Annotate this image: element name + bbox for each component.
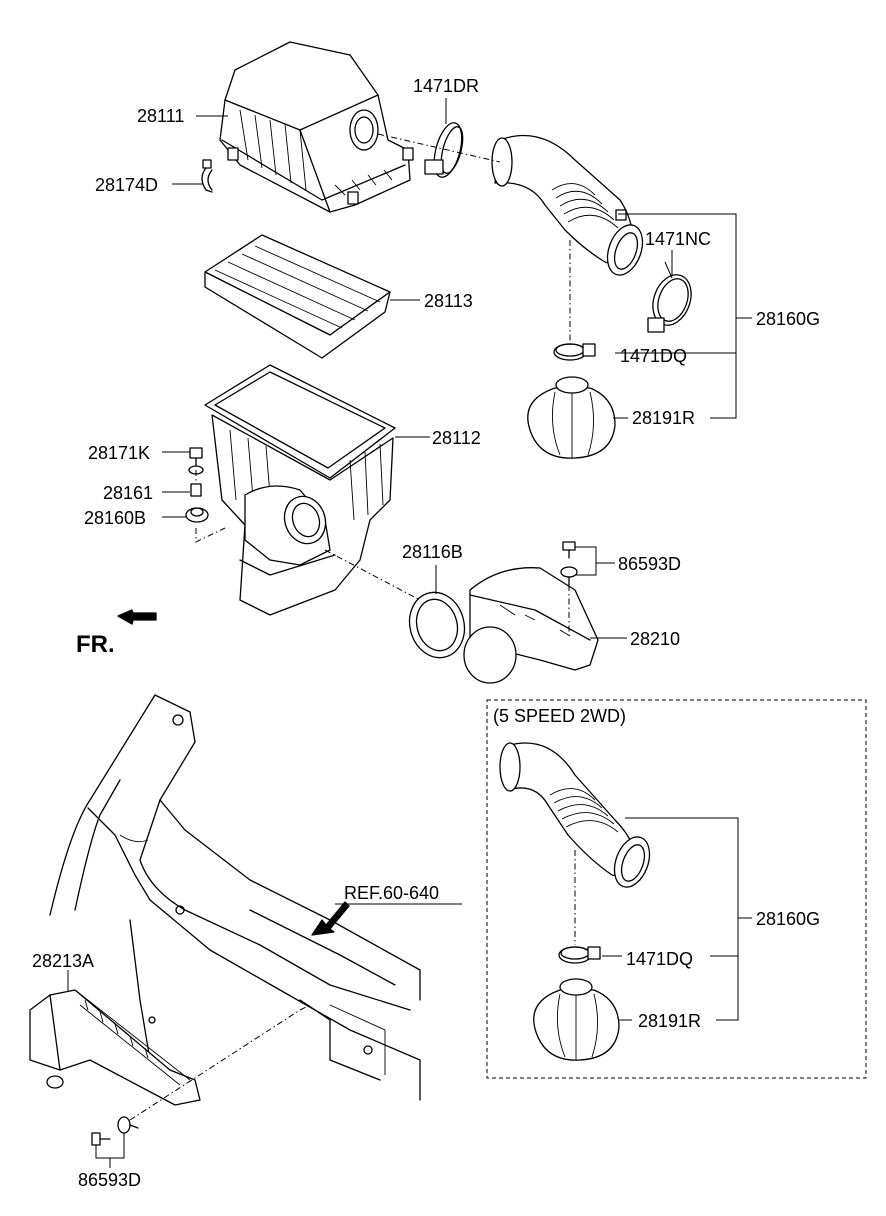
air-cleaner-cover bbox=[219, 41, 414, 213]
grommet-28160b bbox=[185, 507, 209, 523]
label-ref: REF.60-640 bbox=[344, 883, 439, 903]
label-1471dq-top: 1471DQ bbox=[620, 346, 687, 366]
label-28210: 28210 bbox=[630, 629, 680, 649]
label-28191r-box: 28191R bbox=[638, 1011, 701, 1031]
intake-hose-variant bbox=[499, 742, 651, 888]
label-28191r-top: 28191R bbox=[632, 408, 695, 428]
resonator-variant bbox=[533, 978, 620, 1061]
label-28160g-box: 28160G bbox=[756, 909, 820, 929]
label-1471dq-box: 1471DQ bbox=[626, 949, 693, 969]
label-28213a: 28213A bbox=[32, 951, 94, 971]
intake-hose-top bbox=[491, 134, 644, 276]
air-cleaner-body bbox=[204, 364, 396, 616]
seal-ring-28116b bbox=[408, 591, 466, 659]
air-filter-element bbox=[204, 234, 391, 359]
clamp-1471dr bbox=[424, 122, 464, 178]
label-28161: 28161 bbox=[103, 483, 153, 503]
label-28171k: 28171K bbox=[88, 443, 150, 463]
part-labels: 28111 28174D 1471DR 28113 1471NC 28160G … bbox=[32, 76, 820, 1190]
label-28112: 28112 bbox=[432, 428, 481, 448]
label-86593d-top: 86593D bbox=[618, 554, 681, 574]
clamp-1471dq-variant bbox=[558, 946, 601, 964]
label-86593d-bottom: 86593D bbox=[78, 1170, 141, 1190]
label-28116b: 28116B bbox=[402, 542, 463, 562]
duct-28213a bbox=[29, 989, 201, 1106]
ref-arrow bbox=[311, 901, 350, 936]
intake-duct-28210 bbox=[463, 567, 599, 684]
grommet-28161 bbox=[190, 483, 202, 497]
bolts-86593d-bottom bbox=[91, 1116, 139, 1146]
body-frame bbox=[49, 694, 421, 1101]
clip-28174d bbox=[201, 159, 213, 193]
label-28111: 28111 bbox=[137, 106, 184, 126]
front-direction-arrow bbox=[117, 609, 157, 625]
bolts-86593d-top bbox=[560, 541, 578, 586]
clamp-1471dq-top bbox=[553, 343, 596, 361]
variant-title: (5 SPEED 2WD) bbox=[493, 706, 626, 726]
label-fr: FR. bbox=[76, 631, 115, 658]
resonator-top bbox=[527, 376, 616, 459]
leader-lines bbox=[67, 98, 752, 1168]
label-28160g-top: 28160G bbox=[756, 309, 820, 329]
label-1471nc: 1471NC bbox=[645, 229, 711, 249]
clamp-1471nc bbox=[647, 274, 692, 333]
label-28160b: 28160B bbox=[84, 508, 146, 528]
variant-box bbox=[486, 699, 867, 1079]
label-1471dr: 1471DR bbox=[413, 76, 479, 96]
label-28113: 28113 bbox=[424, 291, 473, 311]
label-28174d: 28174D bbox=[95, 175, 158, 195]
assembly-lines bbox=[129, 133, 576, 1121]
